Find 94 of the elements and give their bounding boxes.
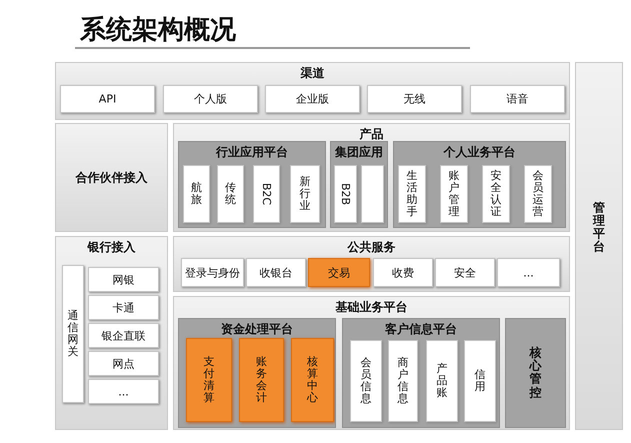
module-label: B2B xyxy=(339,182,352,206)
highlighted-module-box xyxy=(239,338,284,422)
module-box xyxy=(290,165,320,223)
highlighted-module-box xyxy=(308,258,370,287)
module-box xyxy=(88,267,159,292)
module-label: 生活助手 xyxy=(406,170,418,218)
panel-heading: 渠道 xyxy=(300,65,326,82)
platform-panel xyxy=(393,141,566,228)
layer-panel xyxy=(55,62,570,120)
panel-heading: 客户信息平台 xyxy=(384,321,458,338)
module-box xyxy=(470,85,565,113)
module-label: 网银 xyxy=(112,272,136,287)
module-box xyxy=(253,165,280,223)
module-box xyxy=(88,295,159,320)
module-box xyxy=(163,85,258,113)
panel-heading: 合作伙伴接入 xyxy=(74,169,148,186)
module-box xyxy=(88,323,159,348)
module-box xyxy=(60,85,155,113)
module-label: 语音 xyxy=(506,92,530,106)
module-label: ... xyxy=(522,266,535,279)
module-label: 网点 xyxy=(112,356,136,371)
module-label: 产品账 xyxy=(436,362,448,400)
module-label: 个人版 xyxy=(193,92,228,106)
module-box xyxy=(524,165,552,223)
panel-heading: 核心管控 xyxy=(530,346,542,400)
module-label: 收费 xyxy=(391,265,415,280)
layer-panel xyxy=(575,62,623,430)
highlighted-module-box xyxy=(186,338,232,422)
panel-heading: 银行接入 xyxy=(86,239,136,256)
module-box xyxy=(217,165,244,223)
panel-heading: 基础业务平台 xyxy=(334,299,408,316)
module-label: 无线 xyxy=(402,92,426,106)
module-label: 银企直联 xyxy=(100,328,146,343)
module-box xyxy=(361,165,384,223)
panel-heading: 公共服务 xyxy=(346,239,396,256)
module-box xyxy=(373,258,433,287)
module-label: 支付清算 xyxy=(204,356,214,404)
module-box xyxy=(398,165,426,223)
layer-panel xyxy=(173,296,570,430)
panel-heading: 行业应用平台 xyxy=(214,144,289,161)
module-label: 信用 xyxy=(474,368,486,394)
module-label: 账务会计 xyxy=(256,356,267,404)
module-label: API xyxy=(98,92,118,106)
panel-heading: 产品 xyxy=(358,126,384,143)
module-label: 卡通 xyxy=(112,300,136,315)
layer-panel xyxy=(173,123,570,232)
module-label: ... xyxy=(117,385,130,398)
module-label: 航旅 xyxy=(191,182,202,206)
module-box xyxy=(464,340,496,422)
module-box xyxy=(183,165,210,223)
module-label: 会员运营 xyxy=(532,170,544,218)
platform-panel xyxy=(505,318,566,428)
module-label: 企业版 xyxy=(295,92,330,106)
module-box xyxy=(482,165,510,223)
highlighted-module-box xyxy=(291,338,334,422)
panel-heading: 管理平台 xyxy=(593,201,605,254)
module-box xyxy=(426,340,458,422)
module-box xyxy=(88,379,159,404)
module-box xyxy=(265,85,360,113)
module-box xyxy=(62,265,84,403)
module-box xyxy=(88,351,159,376)
module-box xyxy=(440,165,468,223)
module-label: B2C xyxy=(260,182,273,206)
module-label: 通信网关 xyxy=(68,310,78,358)
module-box xyxy=(350,340,382,422)
module-label: 会员信息 xyxy=(360,356,372,406)
module-label: 核算中心 xyxy=(307,356,318,404)
module-box xyxy=(246,258,306,287)
platform-panel xyxy=(330,141,388,228)
panel-heading: 个人业务平台 xyxy=(442,144,516,161)
module-box xyxy=(334,165,357,223)
module-label: 安全 xyxy=(453,265,477,280)
layer-panel xyxy=(55,123,168,232)
panel-heading: 资金处理平台 xyxy=(220,321,294,338)
module-label: 安全认证 xyxy=(490,170,502,218)
module-label: 收银台 xyxy=(258,265,294,280)
layer-panel xyxy=(173,236,570,292)
module-box xyxy=(181,258,244,287)
module-box xyxy=(367,85,462,113)
module-label: 账户管理 xyxy=(448,170,460,218)
panel-heading: 集团应用 xyxy=(334,144,384,161)
module-label: 传统 xyxy=(225,182,236,206)
module-box xyxy=(388,340,418,422)
layer-panel xyxy=(55,236,168,430)
module-label: 新行业 xyxy=(300,176,310,212)
module-label: 商户信息 xyxy=(398,356,408,406)
platform-panel xyxy=(178,141,326,228)
module-box xyxy=(497,258,560,287)
platform-panel xyxy=(342,318,500,428)
platform-panel xyxy=(178,318,336,428)
module-label: 交易 xyxy=(327,265,351,280)
diagram-title: 系统架构概况 xyxy=(80,14,236,47)
module-label: 登录与身份 xyxy=(184,265,241,280)
module-box xyxy=(435,258,495,287)
